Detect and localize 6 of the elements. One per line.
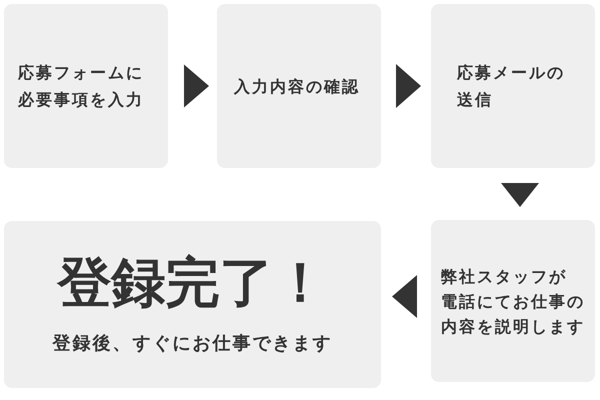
completion-note: 登録後、すぐにお仕事できます [52,332,332,356]
step-text: 入力内容の確認 [234,76,361,98]
step-text: 応募メールの送信 [457,62,566,111]
completion-heading: 登録完了！ [58,252,328,314]
step-text: 応募フォームに必要事項を入力 [18,62,145,111]
step-text: 弊社スタッフが電話にてお仕事の内容を説明します [441,266,586,338]
